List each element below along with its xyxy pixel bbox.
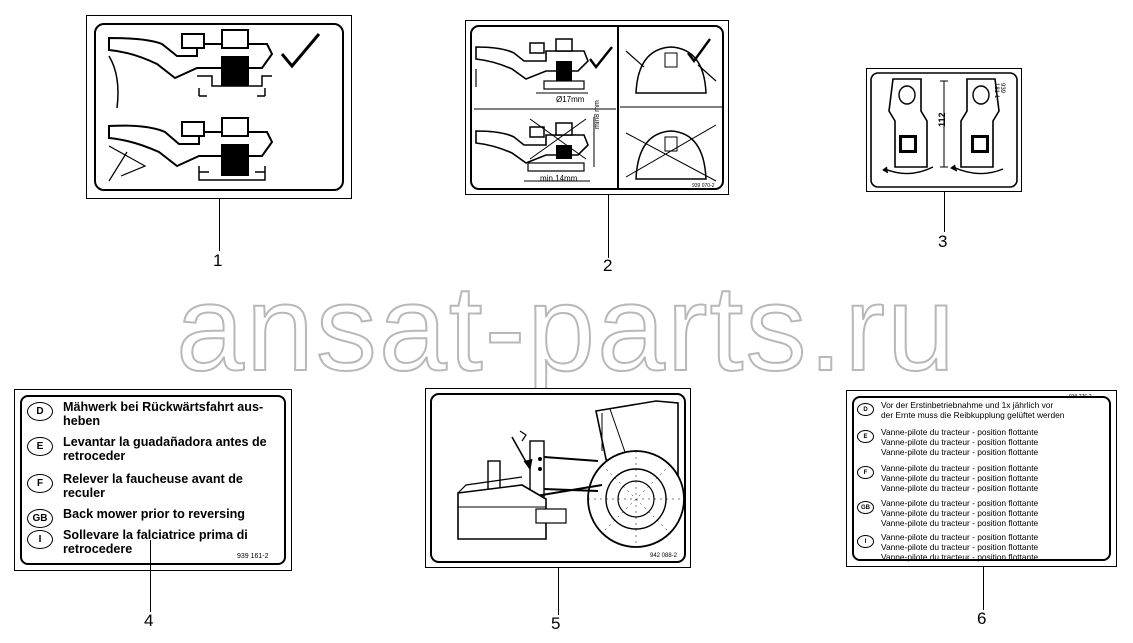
callout-5: 5 <box>551 614 561 633</box>
warning-text: Back mower prior to reversing <box>63 507 245 521</box>
sticker-6: 939 276-2 D Vor der Erstinbetriebnahme u… <box>846 390 1117 567</box>
warning-text: Sollevare la falciatrice prima di retroc… <box>63 528 248 556</box>
sticker-5: 942 088-2 <box>425 388 691 568</box>
leader-line-2 <box>608 195 609 258</box>
instruction-line: Vanne-pilote du tracteur - position flot… <box>881 498 1039 508</box>
callout-1: 1 <box>213 251 223 270</box>
language-badge: E <box>857 430 874 443</box>
callout-6: 6 <box>977 609 987 628</box>
blade-bolt-illustration <box>470 25 724 190</box>
warning-text: Relever la faucheuse avant de reculer <box>63 472 243 500</box>
sticker-code: 942 088-2 <box>650 553 678 559</box>
instruction-row-gb: GB Vanne-pilote du tracteur - position f… <box>857 498 1038 528</box>
instruction-row-it: I Vanne-pilote du tracteur - position fl… <box>857 532 1038 562</box>
instruction-line: Vanne-pilote du tracteur - position flot… <box>881 518 1039 528</box>
leader-line-6 <box>983 567 984 610</box>
sticker-6-frame <box>852 396 1111 561</box>
language-badge: GB <box>27 509 53 528</box>
instruction-line: Vanne-pilote du tracteur - position flot… <box>881 508 1039 518</box>
warning-row-it: I Sollevare la falciatrice prima di retr… <box>27 528 275 556</box>
callout-4: 4 <box>144 611 154 630</box>
instruction-row-de: D Vor der Erstinbetriebnahme und 1x jähr… <box>857 400 1064 420</box>
language-badge: F <box>27 474 53 493</box>
instruction-line: Vanne-pilote du tracteur - position flot… <box>881 532 1039 542</box>
sticker-code: 939 161-2 <box>237 553 269 560</box>
sticker-3: 112 939 181-1 <box>866 68 1022 192</box>
instruction-line: Vanne-pilote du tracteur - position flot… <box>881 427 1039 437</box>
language-badge: GB <box>857 501 874 514</box>
leader-line-4 <box>150 540 151 612</box>
warning-row-fr: F Relever la faucheuse avant de reculer <box>27 472 275 500</box>
leader-line-5 <box>558 568 559 615</box>
watermark: ansat-parts.ru <box>175 259 957 397</box>
instruction-line: Vanne-pilote du tracteur - position flot… <box>881 447 1039 457</box>
language-badge: D <box>857 403 874 416</box>
instruction-line: Vanne-pilote du tracteur - position flot… <box>881 552 1039 562</box>
instruction-row-es: E Vanne-pilote du tracteur - position fl… <box>857 427 1038 457</box>
sticker-4-frame <box>20 395 286 565</box>
sticker-1 <box>86 15 352 199</box>
warning-text: Levantar la guadañadora antes de retroce… <box>63 435 267 463</box>
warning-row-es: E Levantar la guadañadora antes de retro… <box>27 435 275 463</box>
tractor-hitch-illustration <box>430 393 686 563</box>
instruction-line: Vanne-pilote du tracteur - position flot… <box>881 463 1039 473</box>
instruction-line: Vanne-pilote du tracteur - position flot… <box>881 437 1039 447</box>
dimension-label: 112 <box>937 112 947 127</box>
dimension-min-length-label: min.14mm <box>540 174 578 183</box>
sticker-code: 939 276-2 <box>1069 394 1092 400</box>
sticker-code: 939 181-1 <box>993 83 1005 99</box>
language-badge: I <box>27 530 53 549</box>
warning-text: Mähwerk bei Rückwärtsfahrt aus-heben <box>63 400 264 428</box>
instruction-line: der Ernte muss die Reibkupplung gelüftet… <box>881 410 1065 420</box>
sticker-2: Ø17mm min.14mm min8 mm 939 070-2 <box>465 20 729 195</box>
instruction-row-fr: F Vanne-pilote du tracteur - position fl… <box>857 463 1038 493</box>
leader-line-3 <box>944 192 945 232</box>
language-badge: F <box>857 466 874 479</box>
instruction-line: Vanne-pilote du tracteur - position flot… <box>881 483 1039 493</box>
dimension-vertical-label: min8 mm <box>594 100 601 129</box>
language-badge: I <box>857 535 874 548</box>
sticker-code: 939 070-2 <box>692 183 715 189</box>
dimension-diameter-label: Ø17mm <box>556 95 585 104</box>
sticker-4: D Mähwerk bei Rückwärtsfahrt aus-heben E… <box>14 389 292 571</box>
language-badge: D <box>27 402 53 421</box>
bolt-mounting-illustration <box>94 23 344 191</box>
language-badge: E <box>27 437 53 456</box>
instruction-line: Vor der Erstinbetriebnahme und 1x jährli… <box>881 400 1054 410</box>
leader-line-1 <box>219 199 220 251</box>
knife-blade-illustration <box>870 72 1018 188</box>
instruction-line: Vanne-pilote du tracteur - position flot… <box>881 473 1039 483</box>
warning-row-gb: GB Back mower prior to reversing <box>27 507 275 528</box>
warning-row-de: D Mähwerk bei Rückwärtsfahrt aus-heben <box>27 400 275 428</box>
instruction-line: Vanne-pilote du tracteur - position flot… <box>881 542 1039 552</box>
callout-3: 3 <box>938 232 948 251</box>
callout-2: 2 <box>603 256 613 275</box>
